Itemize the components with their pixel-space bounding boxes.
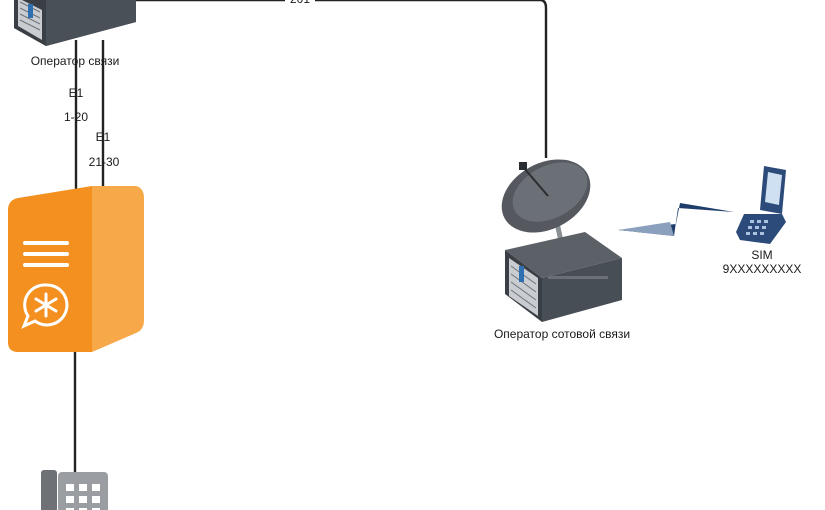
top-link-line <box>120 0 548 158</box>
sim-number-label: 9XXXXXXXXX <box>722 262 802 276</box>
sim-label: SIM <box>751 248 773 262</box>
range-label-a: 1-20 <box>63 110 89 124</box>
cellular-server-rack-icon <box>505 232 622 322</box>
range-label-b: 21-30 <box>88 155 120 169</box>
wireless-link-icon <box>618 203 734 236</box>
server-rack-icon <box>14 0 136 46</box>
connections <box>73 0 548 475</box>
ip-phone-icon <box>41 470 108 510</box>
operator-label: Оператор связи <box>30 54 120 68</box>
asterisk-pbx-icon <box>8 186 144 352</box>
satellite-dish-icon <box>501 159 591 247</box>
e1-label-b: E1 <box>95 130 111 144</box>
cellular-operator-label: Оператор сотовой связи <box>493 327 631 341</box>
mobile-phone-icon <box>736 166 786 244</box>
top-link-label: 201 <box>285 0 315 6</box>
e1-label-a: E1 <box>68 86 84 100</box>
